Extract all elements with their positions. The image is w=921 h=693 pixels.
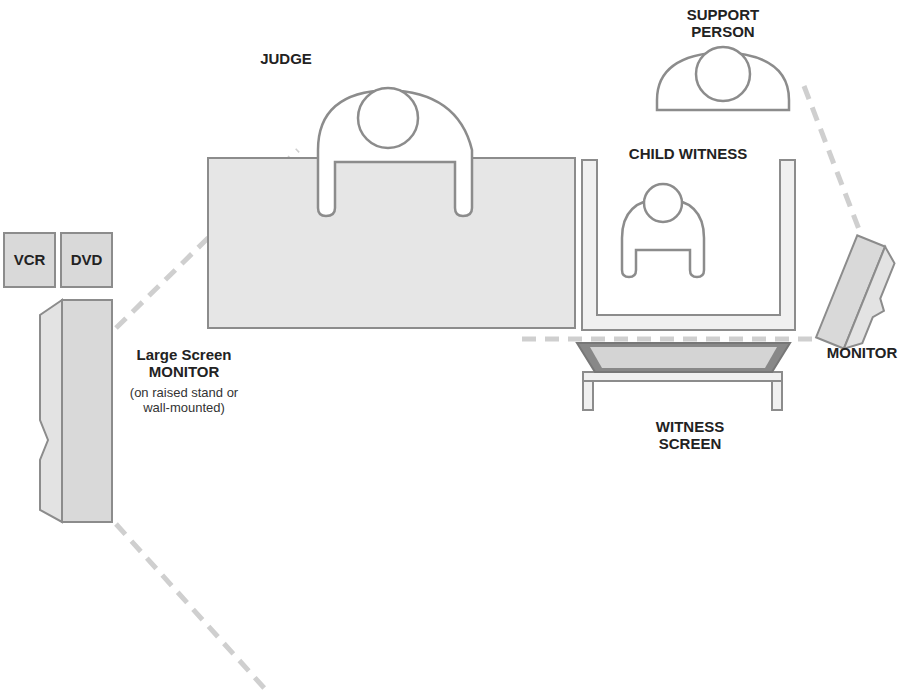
witness-box: [582, 160, 795, 330]
part-label: Large Screen MONITOR: [129, 346, 239, 381]
monitor-back: [40, 300, 62, 522]
sight-lines: [116, 86, 860, 690]
part-label: JUDGE: [241, 50, 331, 67]
device-box: DVD: [60, 232, 113, 288]
device-label: DVD: [71, 251, 103, 268]
side-monitor: [816, 235, 906, 357]
part-label: (on raised stand or wall-mounted): [119, 386, 249, 416]
witness-screen: [577, 343, 790, 372]
part-label: MONITOR: [812, 344, 912, 361]
part-label: SUPPORT PERSON: [678, 6, 768, 41]
judge-desk: [208, 158, 575, 328]
large-monitor: [62, 300, 112, 522]
part-label: CHILD WITNESS: [603, 145, 773, 162]
device-label: VCR: [14, 251, 46, 268]
device-box: VCR: [3, 232, 56, 288]
part-label: WITNESS SCREEN: [640, 418, 740, 453]
